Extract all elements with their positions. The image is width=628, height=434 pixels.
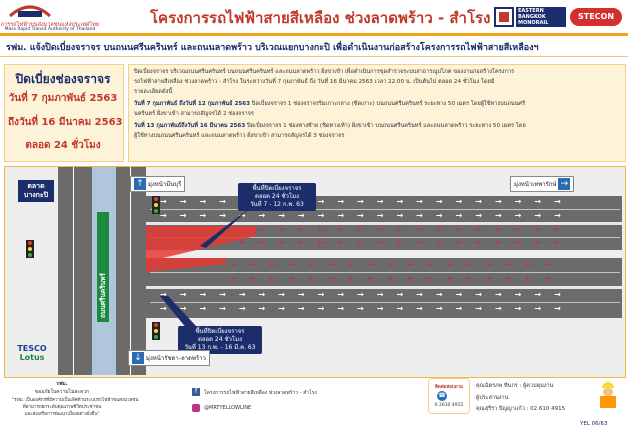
- callout2-line3: วันที่ 13 ก.พ. - 16 มี.ค. 63: [184, 344, 256, 351]
- closure-start-date: วันที่ 7 กุมภาพันธ์ 2563: [8, 93, 118, 104]
- ebm-emblem-icon: [494, 7, 514, 27]
- lane-arrows-3: ←←←←←←←←←←←←←←←←←←←←: [180, 225, 575, 234]
- direction-minburi: ↑ มุ่งหน้ามีนบุรี: [130, 176, 186, 192]
- notice-p1b: รถไฟฟ้าสายสีเหลือง ช่วงลาดพร้าว - สำโรง …: [134, 79, 495, 85]
- road-median: [146, 222, 622, 225]
- closure-zone-2: [146, 258, 226, 272]
- direction-thepharak-label: มุ่งหน้าเทพารักษ์: [514, 181, 557, 188]
- tesco-text: TESCO: [17, 344, 47, 353]
- lane-arrows-4: ←←←←←←←←←←←←←←←←←←←←: [180, 238, 575, 247]
- stecon-logo: STECON: [570, 8, 622, 26]
- instagram-icon[interactable]: [192, 404, 200, 412]
- lane-arrows-6: ←←←←←←←←←←←←←←←←←: [230, 274, 565, 283]
- callout1-line2: ตลอด 24 ชั่วโมง: [254, 193, 300, 200]
- footer: [0, 378, 628, 434]
- hotline-label: ติดต่อสอบถาม: [435, 385, 463, 390]
- closure-title: ปิดเบี่ยงช่องจราจร: [15, 72, 111, 86]
- notice-p3-head: วันที่ 13 กุมภาพันธ์ถึงวันที่ 16 มีนาคม …: [134, 123, 246, 129]
- contact-coordinator: คุณสุรีรา ปัญญาแก้ว : 02 610 4915: [476, 406, 566, 412]
- facebook-link[interactable]: โครงการรถไฟฟ้าสายสีเหลือง ช่วงลาดพร้าว -…: [204, 390, 317, 396]
- phone-icon: ☎: [437, 391, 447, 401]
- lane-arrows-2: →→→→→→→→→→→→→→→→→→→→→: [160, 211, 574, 220]
- traffic-light-icon: [152, 196, 160, 214]
- closure-summary-card: [4, 64, 124, 162]
- notice-details-card: [128, 64, 626, 162]
- contact-role: ผู้ประสานงาน: [476, 395, 509, 401]
- callout1-line1: พื้นที่ปิดเบี่ยงจราจร: [252, 185, 302, 192]
- footer-apology: ขออภัยในความไม่สะดวก: [34, 389, 90, 395]
- lane-arrows-1: →→→→→→→→→→→→→→→→→→→→→: [160, 197, 574, 206]
- direction-ratchada: ↓ มุ่งหน้ารัชดา-ลาดพร้าว: [128, 350, 210, 366]
- org-name-en: Mass Rapid Transit Authority of Thailand: [4, 27, 96, 32]
- road-name-sign: [97, 212, 109, 322]
- mrta-logo-icon: [8, 5, 52, 18]
- instagram-handle[interactable]: @MRTYELLOWLINE: [204, 405, 252, 411]
- notice-p3: วันที่ 13 กุมภาพันธ์ถึงวันที่ 16 มีนาคม …: [134, 122, 620, 130]
- tesco-lotus-logo: TESCO Lotus: [12, 344, 52, 362]
- lane-arrows-5: ←←←←←←←←←←←←←←←←←: [230, 260, 565, 269]
- notice-p2b: นครินทร์ ฝั่งขาเข้า สามารถสัญจรได้ 2 ช่อ…: [134, 111, 254, 117]
- lane-arrows-8: →→→→→→→→→→→→→→→→→→→→→: [160, 304, 574, 313]
- callout2-pointer-icon: [160, 296, 196, 330]
- footer-vision-1: "รฟม. เป็นองค์กรที่มีความเป็นเลิศด้านระบ…: [12, 398, 139, 403]
- arrow-right-icon: →: [558, 178, 571, 190]
- header-stripe: [0, 33, 628, 36]
- worker-mascot-icon: [596, 382, 620, 408]
- direction-thepharak: มุ่งหน้าเทพารักษ์ →: [510, 176, 575, 192]
- notice-p2-head: วันที่ 7 กุมภาพันธ์ ถึงวันที่ 12 กุมภาพั…: [134, 101, 251, 107]
- facebook-icon[interactable]: f: [192, 388, 200, 396]
- notice-p3b: ผู้ใช้ทางบนถนนศรีนครินทร์ และถนนลาดพร้าว…: [134, 133, 345, 139]
- notice-p1: ปิดเบี่ยงจราจร บริเวณถนนศรีนครินทร์ บนถน…: [134, 69, 514, 75]
- notice-p2-body: ปิดเบี่ยงจราจร 1 ช่องจราจรริมเกาะกลาง (ช…: [250, 101, 526, 107]
- closure-end-date: ถึงวันที่ 16 มีนาคม 2563: [8, 117, 123, 128]
- direction-ratchada-label: มุ่งหน้ารัชดา-ลาดพร้าว: [145, 355, 206, 362]
- callout1-pointer-icon: [200, 210, 248, 248]
- closure-callout-1: พื้นที่ปิดเบี่ยงจราจร ตลอด 24 ชั่วโมง วั…: [238, 183, 316, 211]
- bangkapi-market-line2: บางกะปิ: [23, 191, 49, 199]
- footer-vision-3: และส่งเสริมการพัฒนาเมืองอย่างยั่งยืน": [24, 412, 100, 417]
- ebm-logo: EASTERN BANGKOK MONORAIL: [494, 5, 566, 29]
- arrow-up-icon: ↑: [134, 178, 146, 190]
- contact-supervisor: คุณฉัตรภพ ทีนกร : ผู้ควบคุมงาน: [476, 383, 554, 389]
- closure-callout-2: พื้นที่ปิดเบี่ยงจราจร ตลอด 24 ชั่วโมง วั…: [178, 326, 262, 354]
- org-name-th: การรถไฟฟ้าขนส่งมวลชนแห่งประเทศไทย: [0, 22, 100, 28]
- ebm-text-1: EASTERN: [518, 8, 544, 14]
- callout2-line2: ตลอด 24 ชั่วโมง: [197, 336, 243, 343]
- lotus-text: Lotus: [19, 353, 45, 362]
- notice-p1c: รายละเอียดดังนี้: [134, 89, 173, 95]
- traffic-light-icon: [26, 240, 34, 258]
- closure-zone-1: [146, 226, 256, 262]
- road-name-label: ถนนศรีนครินทร์: [99, 273, 107, 318]
- callout2-line1: พื้นที่ปิดเบี่ยงจราจร: [195, 328, 245, 335]
- closure-duration: ตลอด 24 ชั่วโมง: [25, 140, 101, 151]
- notice-p3-body: ปิดเบี่ยงจราจร 1 ช่องทางซ้าย (ชิดทางเท้า…: [245, 123, 526, 129]
- ebm-text-2: BANGKOK: [518, 14, 546, 20]
- footer-mrta: รฟม.: [56, 381, 68, 387]
- footer-vision-2: ที่สามารถยกระดับคุณภาพชีวิตประชาชน: [22, 405, 102, 410]
- page-subtitle: รฟม. แจ้งปิดเบี่ยงจราจร บนถนนศรีนครินทร์…: [6, 43, 539, 53]
- hotline-number: 0 2610 4915: [434, 403, 464, 408]
- bangkapi-market-line1: ตลาด: [27, 182, 45, 190]
- traffic-light-icon: [152, 322, 160, 340]
- callout1-line3: วันที่ 7 - 12 ก.พ. 63: [250, 201, 304, 208]
- document-code: YEL 06/63: [580, 421, 608, 427]
- footer-slogan: รฟม. ขออภัยในความไม่สะดวก "รฟม. เป็นองค์…: [12, 380, 139, 417]
- ebm-text-3: MONORAIL: [518, 20, 549, 26]
- lane-arrows-7: →→→→→→→→→→→→→→→→→→→→→: [160, 290, 574, 299]
- arrow-down-icon: ↓: [132, 352, 144, 364]
- subheader-bar: [0, 36, 628, 57]
- bangkapi-market: ตลาด บางกะปิ: [18, 180, 54, 202]
- notice-p2: วันที่ 7 กุมภาพันธ์ ถึงวันที่ 12 กุมภาพั…: [134, 100, 620, 108]
- stecon-text: STECON: [577, 12, 615, 21]
- hotline-badge: ติดต่อสอบถาม ☎ 0 2610 4915: [428, 378, 470, 414]
- page-title: โครงการรถไฟฟ้าสายสีเหลือง ช่วงลาดพร้าว -…: [150, 9, 491, 27]
- direction-minburi-label: มุ่งหน้ามีนบุรี: [147, 181, 182, 188]
